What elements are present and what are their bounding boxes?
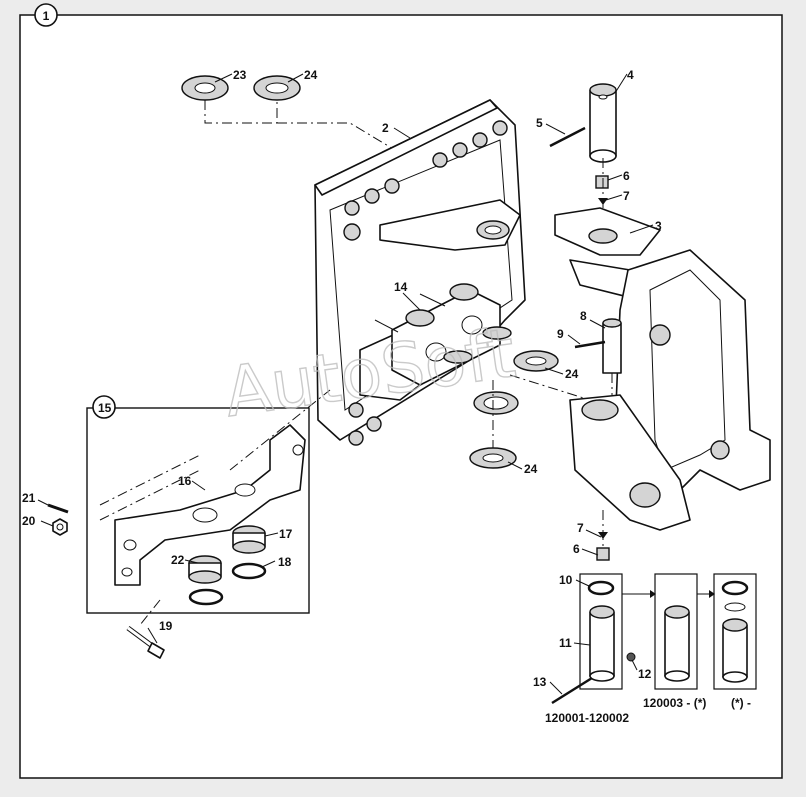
callout-9: 9 xyxy=(557,327,564,341)
seal-ring-22 xyxy=(188,588,224,606)
callout-11: 11 xyxy=(559,636,572,650)
callout-19: 19 xyxy=(159,619,173,633)
bushing-variant-3 xyxy=(722,602,748,683)
callout-6-bottom: 6 xyxy=(573,542,580,556)
callout-3: 3 xyxy=(655,219,662,233)
valve-block xyxy=(374,283,512,386)
bracket-line-1 xyxy=(99,469,201,521)
bolt-21 xyxy=(47,503,69,514)
callout-14: 14 xyxy=(394,280,408,294)
bracket-line-2 xyxy=(99,454,201,506)
pin-8 xyxy=(602,318,622,374)
bracket-line-3 xyxy=(229,389,331,471)
washer-24-mid xyxy=(513,350,559,372)
callout-6-top: 6 xyxy=(623,169,630,183)
arrow-7-bottom xyxy=(598,532,608,539)
o-ring-10 xyxy=(587,580,615,596)
callout-24-top: 24 xyxy=(304,68,318,82)
bushing-variant-2 xyxy=(664,605,690,682)
callout-24-mid: 24 xyxy=(565,367,579,381)
callout-21: 21 xyxy=(22,491,36,505)
callout-2: 2 xyxy=(382,121,389,135)
bracket-16 xyxy=(114,424,306,586)
callout-10: 10 xyxy=(559,573,573,587)
nut-20 xyxy=(52,518,68,536)
figure-number-text: 1 xyxy=(43,9,50,23)
grease-nipple-6-bottom xyxy=(596,547,610,561)
arrow-7-top xyxy=(598,198,608,205)
callout-4: 4 xyxy=(627,68,634,82)
leader-lines xyxy=(37,73,654,695)
washer-24-low xyxy=(469,447,517,469)
bolt-9 xyxy=(574,340,606,349)
pivot-axis-line xyxy=(509,374,591,401)
bushing-center xyxy=(473,391,519,415)
variant-box-1 xyxy=(579,573,623,690)
callout-8: 8 xyxy=(580,309,587,323)
callout-13: 13 xyxy=(533,675,547,689)
caption-serial-range: 120001-120002 xyxy=(545,711,629,725)
bushing-11 xyxy=(589,605,615,682)
callout-5: 5 xyxy=(536,116,543,130)
bushing-22 xyxy=(188,555,222,584)
nipple-12 xyxy=(626,652,636,662)
seal-ring-18 xyxy=(231,562,267,580)
callout-16: 16 xyxy=(178,474,192,488)
grease-nipple-6-top xyxy=(595,175,609,189)
bracket-line-4 xyxy=(139,599,161,626)
inset-badge-15 xyxy=(92,395,116,419)
callout-22: 22 xyxy=(171,553,185,567)
variant-box-3 xyxy=(713,573,757,690)
callout-23: 23 xyxy=(233,68,247,82)
variant-box-2 xyxy=(654,573,698,690)
callout-18: 18 xyxy=(278,555,292,569)
caption-serial-from: 120003 - (*) xyxy=(643,696,706,710)
bushing-17 xyxy=(232,525,266,554)
figure-number-badge: 1 xyxy=(34,3,58,27)
callout-20: 20 xyxy=(22,514,36,528)
callout-17: 17 xyxy=(279,527,293,541)
pivot-pin xyxy=(589,83,617,163)
o-ring-variant-3 xyxy=(721,580,749,596)
bolt-13 xyxy=(551,676,593,705)
callout-7-bottom: 7 xyxy=(577,521,584,535)
roll-pin-5 xyxy=(549,126,586,148)
callout-24-low: 24 xyxy=(524,462,538,476)
callout-15: 15 xyxy=(98,401,112,415)
callout-12: 12 xyxy=(638,667,652,681)
swing-frame xyxy=(554,207,771,531)
callout-7-top: 7 xyxy=(623,189,630,203)
bolt-19 xyxy=(126,625,165,659)
caption-serial-star: (*) - xyxy=(731,696,751,710)
washer-assembly-line xyxy=(204,100,278,124)
